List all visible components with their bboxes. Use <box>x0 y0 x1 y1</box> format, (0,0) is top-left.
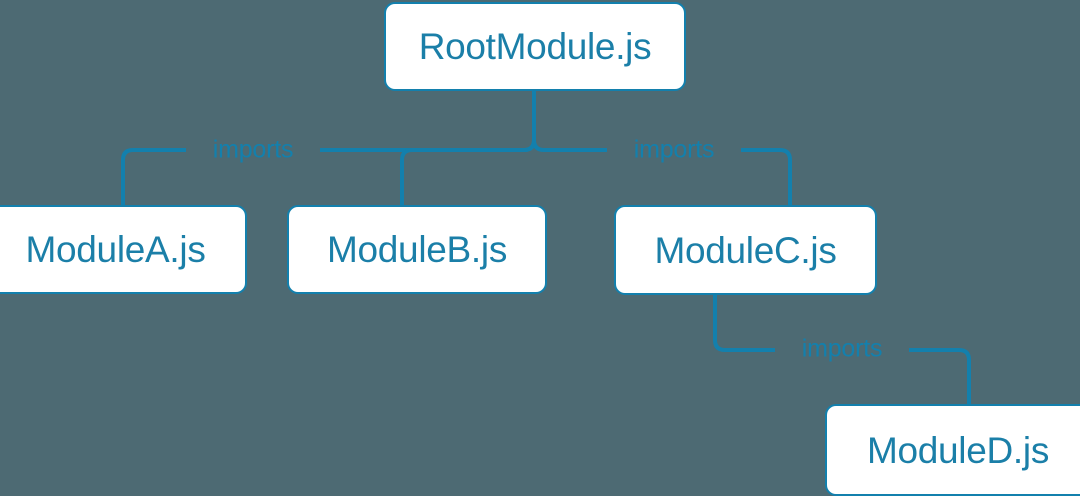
node-label-module-c: ModuleC.js <box>654 229 837 271</box>
node-module-c[interactable]: ModuleC.js <box>614 205 877 295</box>
node-root-module[interactable]: RootModule.js <box>384 2 686 91</box>
edge-label-knockout-a <box>186 136 320 165</box>
edge-label-root-to-moduleA: imports <box>213 136 294 164</box>
edge-root-to-moduleB <box>400 91 536 205</box>
node-module-b[interactable]: ModuleB.js <box>287 205 547 294</box>
edge-label-knockout-d <box>775 335 909 364</box>
node-label-root-module: RootModule.js <box>418 26 652 67</box>
edge-label-moduleC-to-moduleD: imports <box>802 335 883 363</box>
node-label-module-b: ModuleB.js <box>326 229 508 270</box>
edge-label-knockout-c <box>607 136 741 165</box>
node-module-a[interactable]: ModuleA.js <box>0 205 247 294</box>
node-label-module-a: ModuleA.js <box>25 229 206 270</box>
node-module-d[interactable]: ModuleD.js <box>825 404 1080 496</box>
node-label-module-d: ModuleD.js <box>866 429 1050 471</box>
edge-label-root-to-moduleC: imports <box>634 136 715 164</box>
